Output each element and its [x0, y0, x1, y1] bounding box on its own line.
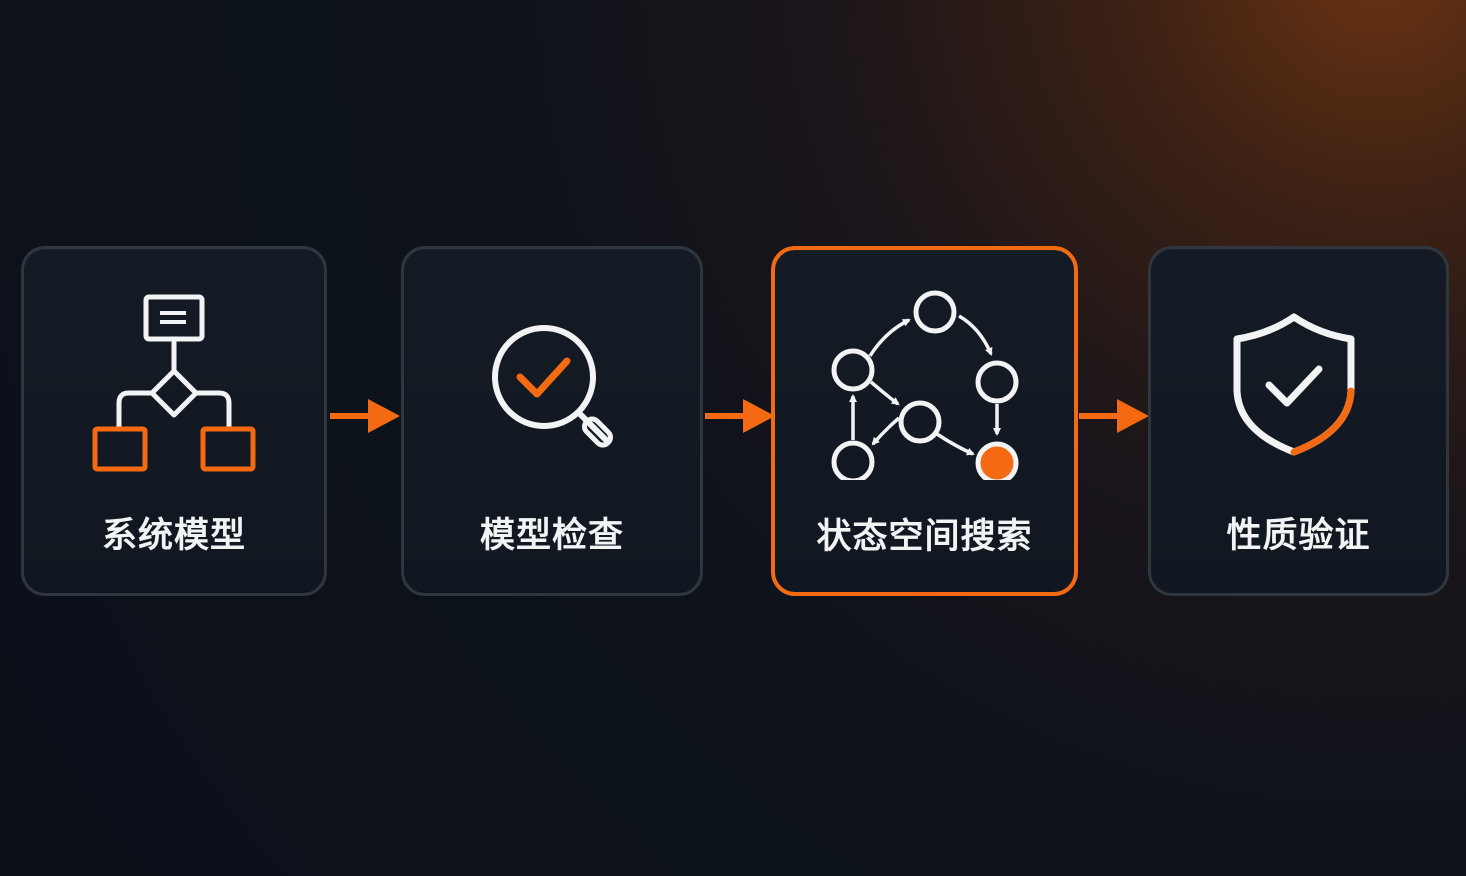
shield-check-icon	[1233, 313, 1354, 456]
step-label: 性质验证	[1226, 516, 1371, 556]
step-label: 状态空间搜索	[816, 517, 1033, 557]
step-label: 模型检查	[479, 516, 624, 556]
step-card-property-verification[interactable]: 性质验证	[1148, 246, 1449, 596]
step-card-state-space-search[interactable]: 状态空间搜索	[771, 246, 1078, 596]
state-graph-icon	[831, 290, 1018, 480]
arrow-right-icon	[330, 399, 400, 433]
arrow-right-icon	[705, 399, 775, 433]
step-card-system-model[interactable]: 系统模型	[21, 246, 327, 596]
flowchart-icon	[92, 294, 256, 472]
step-card-model-checking[interactable]: 模型检查	[401, 246, 703, 596]
arrow-right-icon	[1079, 399, 1149, 433]
magnifier-check-icon	[492, 325, 614, 448]
step-label: 系统模型	[101, 516, 246, 556]
